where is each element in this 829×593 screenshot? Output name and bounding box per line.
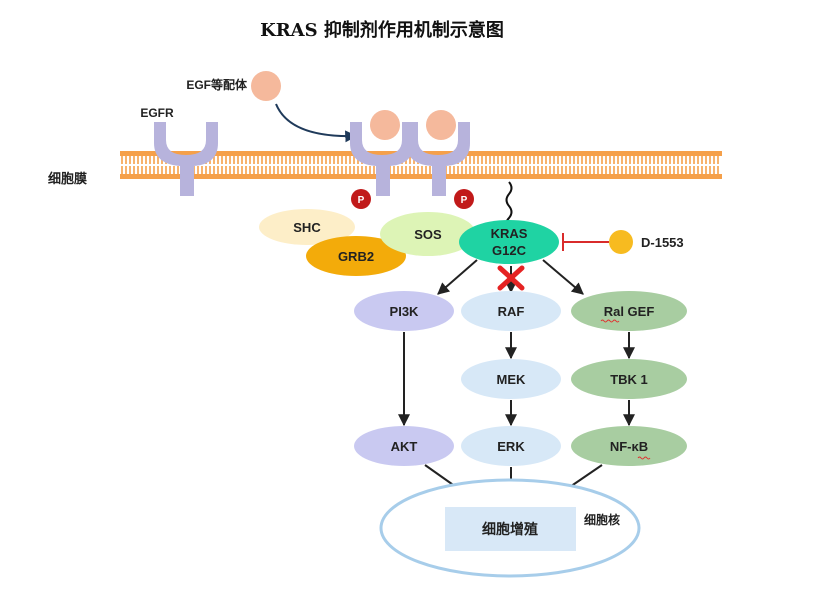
sos-node (380, 212, 476, 256)
bound-ligand-left (370, 110, 400, 140)
raf-node (461, 291, 561, 331)
spellcheck-underline-ral (600, 319, 620, 323)
shc-label: SHC (293, 220, 321, 235)
arrow-kras-to-ralgef (542, 259, 584, 295)
akt-node (354, 426, 454, 466)
phospho-label-left: P (358, 195, 365, 206)
kras-membrane-anchor (505, 181, 513, 227)
egfr-receptor-shape (154, 122, 218, 196)
shc-node (259, 209, 355, 245)
egfr-dimer-right (406, 122, 470, 196)
spellcheck-underline-kb (637, 456, 651, 460)
nucleus-label: 细胞核 (584, 512, 620, 527)
d1553-label: D-1553 (641, 235, 684, 250)
ralgef-label: Ral GEF (604, 304, 655, 319)
nfkb-node (571, 426, 687, 466)
nfkb-label: NF-κB (610, 439, 648, 454)
pi3k-label: PI3K (390, 304, 420, 319)
erk-label: ERK (497, 439, 525, 454)
egfr-dimer-left (350, 122, 414, 196)
egfr-label: EGFR (140, 106, 174, 120)
pi3k-node (354, 291, 454, 331)
egfr-receptor (154, 122, 218, 196)
egfr-dimer (350, 110, 470, 196)
ralgef-node (571, 291, 687, 331)
d1553-inhibitor (609, 230, 633, 254)
tbk1-node (571, 359, 687, 399)
proliferation-label: 细胞增殖 (482, 521, 538, 537)
kras-label-line2: G12C (492, 243, 527, 258)
kras-g12c-node (459, 220, 559, 264)
bound-ligand-right (426, 110, 456, 140)
kras-label-line1: KRAS (491, 226, 528, 241)
mek-node (461, 359, 561, 399)
tbk1-label: TBK 1 (610, 372, 648, 387)
phospho-site-left (351, 189, 371, 209)
egf-ligand (251, 71, 281, 101)
sos-label: SOS (414, 227, 442, 242)
grb2-label: GRB2 (338, 249, 374, 264)
membrane-label: 细胞膜 (48, 171, 87, 186)
egf-ligand-label: EGF等配体 (186, 77, 248, 92)
grb2-node (306, 236, 406, 276)
raf-label: RAF (498, 304, 525, 319)
blocked-signal-x-icon (497, 265, 525, 291)
erk-node (461, 426, 561, 466)
membrane-lower-leaflet (120, 174, 722, 179)
diagram-title: KRAS 抑制剂作用机制示意图 (260, 19, 504, 41)
phospho-label-right: P (461, 195, 468, 206)
akt-label: AKT (391, 439, 418, 454)
phospho-site-right (454, 189, 474, 209)
mek-label: MEK (497, 372, 527, 387)
ligand-binding-arrow (275, 103, 358, 143)
proliferation-box (445, 507, 576, 551)
arrow-kras-to-pi3k (437, 259, 478, 295)
